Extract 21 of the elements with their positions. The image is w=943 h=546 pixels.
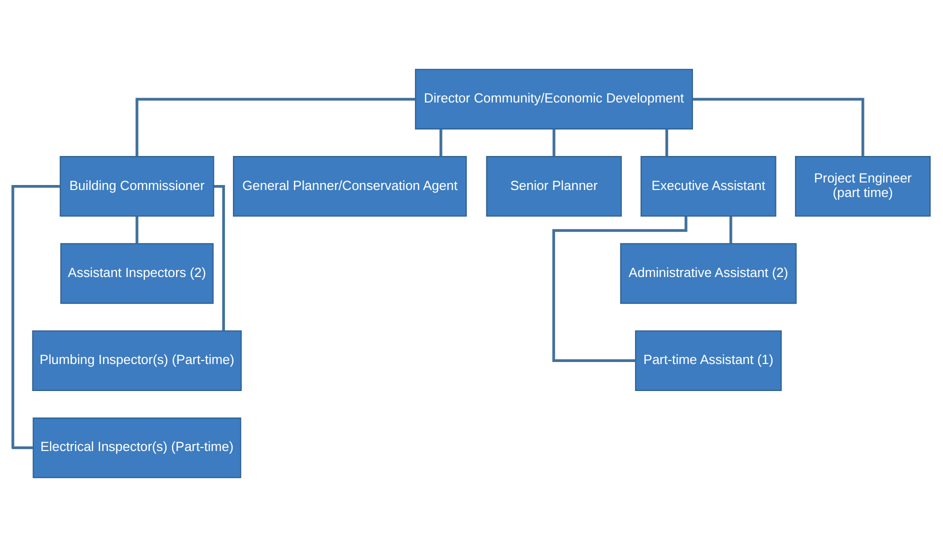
node-box: Administrative Assistant (2) (620, 242, 797, 304)
connector (11, 184, 60, 449)
connector (136, 216, 138, 243)
node-box: Building Commissioner (60, 156, 214, 216)
node-box: Director Community/Economic Development (414, 68, 693, 130)
node-box: Plumbing Inspector(s) (Part-time) (32, 330, 242, 390)
connector (214, 184, 225, 330)
node-box: Electrical Inspector(s) (Part-time) (32, 416, 242, 478)
node-box: General Planner/Conservation Agent (232, 156, 467, 216)
connector (440, 128, 442, 156)
connector (136, 97, 416, 156)
connector (729, 216, 732, 243)
connector (552, 128, 556, 156)
connector (552, 216, 688, 362)
node-box: Senior Planner (486, 156, 622, 216)
node-box: Assistant Inspectors (2) (60, 242, 214, 304)
connector (665, 128, 668, 156)
node-box: Executive Assistant (640, 156, 776, 216)
node-box: Project Engineer (part time) (795, 156, 931, 216)
node-box: Part-time Assistant (1) (635, 330, 782, 390)
connector (692, 97, 864, 156)
